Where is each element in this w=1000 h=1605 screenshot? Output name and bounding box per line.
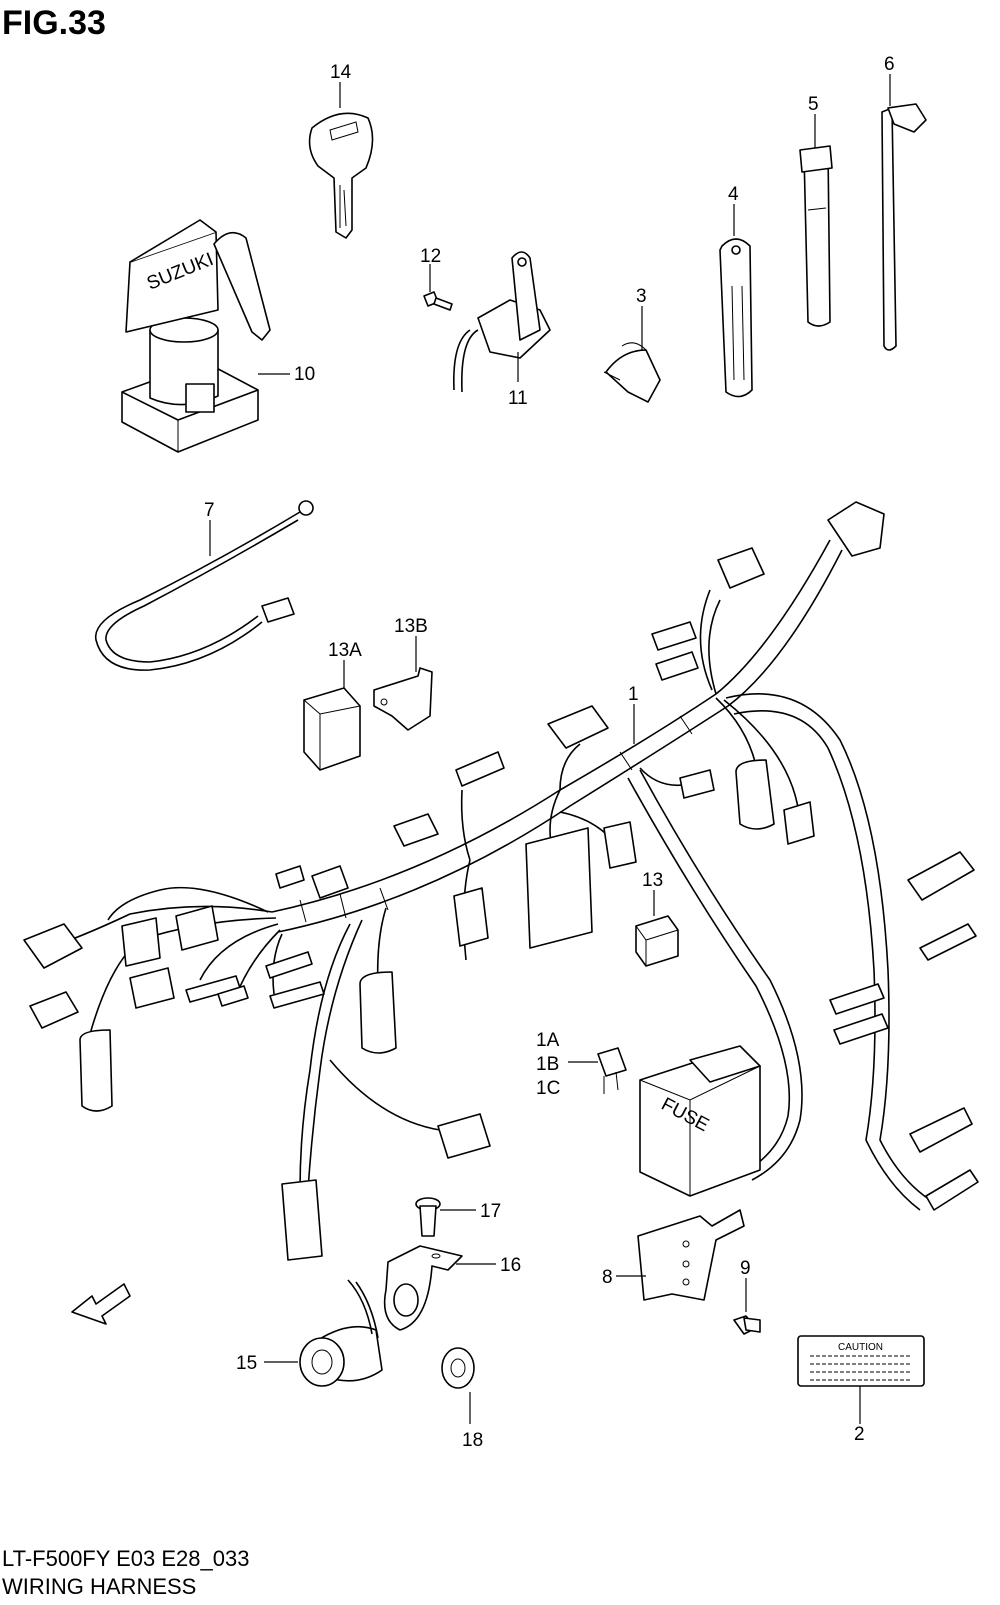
section-title: WIRING HARNESS [2, 1574, 197, 1599]
callout-1b: 1B [536, 1054, 559, 1075]
callout-5: 5 [808, 94, 819, 115]
caution-label-part: CAUTION [797, 1335, 925, 1387]
bracket-13b-part [373, 667, 433, 731]
caution-marking: CAUTION [838, 1342, 883, 1353]
callout-1c: 1C [536, 1078, 560, 1099]
bolt-17-part [415, 1197, 441, 1237]
band-4-part [719, 238, 753, 398]
callout-3: 3 [636, 286, 647, 307]
holder-16-part [383, 1245, 463, 1331]
callout-10: 10 [294, 364, 315, 385]
ignition-key-part [308, 112, 374, 239]
callout-14: 14 [330, 62, 352, 83]
lead-wire-7-part [94, 500, 314, 671]
callout-9: 9 [740, 1258, 751, 1279]
callout-16: 16 [500, 1255, 521, 1276]
callout-13a: 13A [328, 640, 362, 661]
cable-tie-5-part [799, 145, 833, 327]
socket-15-part [299, 1279, 383, 1387]
screw-12-part [423, 291, 453, 311]
callout-12: 12 [420, 246, 441, 267]
callout-17: 17 [480, 1201, 501, 1222]
callout-11: 11 [508, 388, 528, 409]
callout-15: 15 [236, 1353, 257, 1374]
fuse-1abc-part [597, 1047, 627, 1094]
model-code: LT-F500FY E03 E28_033 [2, 1546, 250, 1571]
fuse-box-part: FUSE [639, 1045, 761, 1197]
switch-11-part [453, 251, 551, 393]
ignition-switch-part: SUZUKI [121, 219, 271, 453]
main-harness-part [23, 501, 979, 1261]
forward-arrow-icon: FWD [71, 1283, 131, 1325]
callout-6: 6 [884, 54, 895, 75]
callout-4: 4 [728, 184, 739, 205]
clamp-tie-6-part [881, 103, 927, 351]
callout-1a: 1A [536, 1030, 560, 1051]
callout-18: 18 [462, 1430, 483, 1451]
callout-7: 7 [204, 500, 215, 521]
callout-1: 1 [628, 684, 639, 705]
figure-title: FIG.33 [2, 4, 106, 42]
callout-8: 8 [602, 1267, 613, 1288]
callout-2: 2 [854, 1424, 865, 1445]
relay-13a-part [303, 687, 361, 771]
callout-13: 13 [642, 870, 663, 891]
relay-13-part [635, 915, 679, 967]
grommet-18-part [441, 1347, 475, 1389]
bracket-8-part [637, 1209, 745, 1301]
bolt-9-part [733, 1315, 761, 1335]
clamp-3-part [603, 342, 661, 403]
callout-13b: 13B [394, 616, 428, 637]
